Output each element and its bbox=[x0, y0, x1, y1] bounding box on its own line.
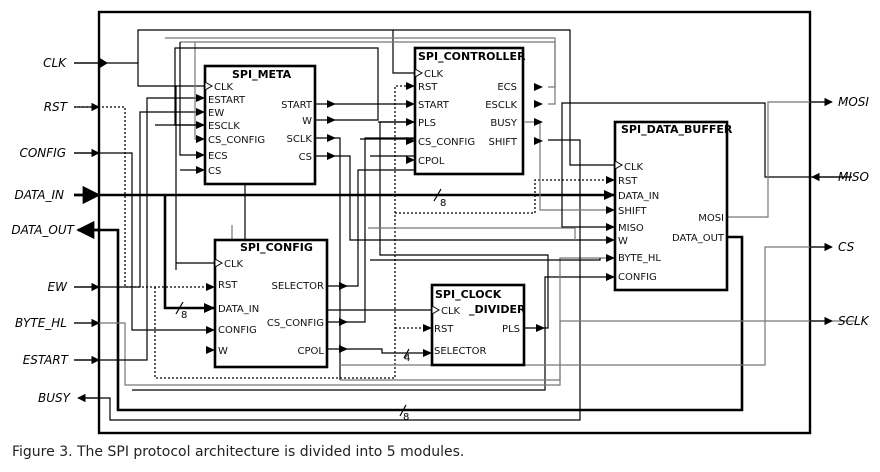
port-label: EW bbox=[208, 108, 224, 119]
bus-width-label: 4 bbox=[404, 353, 410, 364]
port-label: CPOL bbox=[418, 156, 445, 167]
port-label: SELECTOR bbox=[272, 281, 325, 292]
port-label: DATA_IN bbox=[218, 304, 259, 315]
port-label: ESTART bbox=[208, 95, 246, 106]
module-spi-controller: SPI_CONTROLLER CLK RST START PLS CS_CONF… bbox=[413, 46, 526, 176]
io-label-clk: CLK bbox=[43, 56, 67, 70]
port-label: MISO bbox=[618, 223, 644, 234]
module-title: SPI_META bbox=[232, 68, 292, 81]
port-label: CLK bbox=[224, 259, 244, 270]
port-label: CLK bbox=[624, 162, 644, 173]
port-label: DATA_OUT bbox=[672, 233, 725, 244]
port-label: RST bbox=[618, 176, 638, 187]
module-title: SPI_CONFIG bbox=[240, 241, 313, 254]
port-label: MOSI bbox=[698, 213, 724, 224]
port-label: CONFIG bbox=[618, 272, 657, 283]
module-title: SPI_DATA_BUFFER bbox=[621, 123, 733, 136]
io-label-rst: RST bbox=[44, 100, 69, 114]
module-title: SPI_CONTROLLER bbox=[418, 50, 526, 63]
io-label-estart: ESTART bbox=[23, 353, 70, 367]
port-label: CS_CONFIG bbox=[267, 318, 324, 329]
module-title: _DIVIDER bbox=[469, 303, 526, 316]
port-label: ECS bbox=[497, 82, 517, 93]
external-arrows bbox=[74, 57, 852, 403]
io-label-config: CONFIG bbox=[19, 146, 66, 160]
port-label: CPOL bbox=[298, 346, 325, 357]
port-label: START bbox=[418, 100, 450, 111]
port-label: W bbox=[218, 346, 228, 357]
port-label: SCLK bbox=[287, 134, 313, 145]
port-label: PLS bbox=[418, 118, 436, 129]
bus-width-label: 8 bbox=[181, 310, 187, 321]
port-label: CS_CONFIG bbox=[208, 135, 265, 146]
port-label: CS bbox=[299, 152, 312, 163]
io-label-byte-hl: BYTE_HL bbox=[15, 316, 67, 330]
port-label: SELECTOR bbox=[434, 346, 487, 357]
io-label-busy: BUSY bbox=[38, 391, 72, 405]
io-label-mosi: MOSI bbox=[838, 95, 869, 109]
port-label: RST bbox=[218, 280, 238, 291]
port-label: DATA_IN bbox=[618, 191, 659, 202]
port-label: SHIFT bbox=[618, 206, 647, 217]
port-arrowheads bbox=[196, 68, 624, 357]
port-label: RST bbox=[418, 82, 438, 93]
port-label: CONFIG bbox=[218, 325, 257, 336]
port-label: CS bbox=[208, 166, 221, 177]
module-title: SPI_CLOCK bbox=[435, 288, 502, 301]
port-label: START bbox=[281, 100, 313, 111]
io-label-data-out: DATA_OUT bbox=[11, 223, 75, 237]
port-label: CLK bbox=[441, 306, 461, 317]
bus-width-label: 8 bbox=[440, 198, 446, 209]
io-label-miso: MISO bbox=[838, 170, 869, 184]
external-labels: CLK RST CONFIG DATA_IN DATA_OUT EW BYTE_… bbox=[11, 56, 869, 405]
port-label: W bbox=[618, 236, 628, 247]
port-label: CLK bbox=[424, 69, 444, 80]
io-label-cs: CS bbox=[838, 240, 855, 254]
port-label: SHIFT bbox=[488, 137, 517, 148]
figure-caption: Figure 3. The SPI protocol architecture … bbox=[12, 444, 465, 460]
module-spi-meta: SPI_META CLK ESTART EW ESCLK CS_CONFIG E… bbox=[203, 64, 317, 186]
io-label-sclk: SCLK bbox=[838, 314, 870, 328]
port-label: RST bbox=[434, 324, 454, 335]
module-spi-clock-divider: SPI_CLOCK _DIVIDER CLK RST SELECTOR PLS bbox=[430, 283, 526, 367]
io-label-ew: EW bbox=[48, 280, 69, 294]
port-label: BYTE_HL bbox=[618, 253, 661, 264]
port-label: BUSY bbox=[490, 118, 518, 129]
port-label: PLS bbox=[502, 324, 520, 335]
bus-width-marks: 8 8 4 8 bbox=[175, 188, 446, 423]
module-spi-config: SPI_CONFIG CLK RST DATA_IN CONFIG W SELE… bbox=[213, 238, 329, 369]
port-label: CLK bbox=[214, 82, 234, 93]
system-boundary bbox=[97, 10, 812, 435]
module-spi-data-buffer: SPI_DATA_BUFFER CLK RST DATA_IN SHIFT MI… bbox=[613, 120, 733, 292]
bus-width-label: 8 bbox=[403, 412, 409, 423]
io-label-data-in: DATA_IN bbox=[14, 188, 64, 202]
port-label: ESCLK bbox=[485, 100, 517, 111]
port-label: ECS bbox=[208, 151, 228, 162]
port-label: CS_CONFIG bbox=[418, 137, 475, 148]
port-label: W bbox=[302, 116, 312, 127]
port-label: ESCLK bbox=[208, 121, 240, 132]
